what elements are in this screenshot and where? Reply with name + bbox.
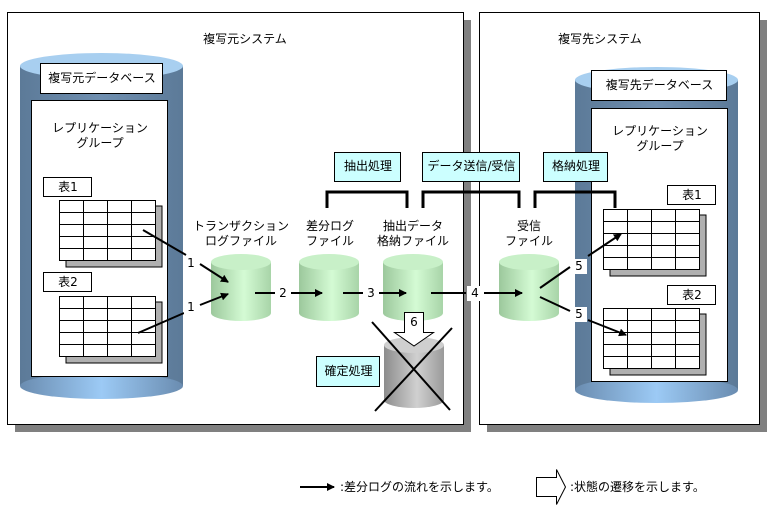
flow-arrow-5b-start: [539, 296, 571, 312]
target-table1-label-box: [667, 185, 716, 205]
step-5b: 5: [571, 307, 587, 322]
flow-arrows: [137, 229, 627, 337]
send-receive-process-box: [422, 152, 520, 182]
committed-file-cylinder: [371, 321, 453, 412]
store-bracket: [533, 190, 617, 208]
transaction-log-label-line2: ログファイル: [204, 234, 277, 248]
extract-data-label-line1: 抽出データ: [382, 219, 443, 233]
diff-log-label-line1: 差分ログ: [305, 219, 354, 233]
source-table2-grid: [59, 296, 163, 364]
commit-process-box: [316, 356, 380, 387]
flow-arrow-5a-start: [539, 266, 571, 289]
send-receive-bracket: [421, 190, 521, 208]
step-1a: 1: [184, 256, 198, 271]
diff-log-file-cylinder: [299, 254, 359, 321]
receive-file-label-line1: 受信: [516, 219, 541, 233]
store-process-label: 格納処理: [551, 159, 600, 173]
legend-flow-text: :差分ログの流れを示します。: [340, 480, 499, 494]
source-table2-label: 表2: [58, 275, 78, 289]
extract-data-file-cylinder: [383, 254, 443, 321]
flow-arrow-5b-end: [587, 319, 627, 337]
flow-arrow-5a-end: [587, 233, 622, 257]
target-table1-label: 表1: [682, 188, 702, 202]
source-group-label-line2: グループ: [76, 136, 124, 150]
target-table2-label: 表2: [682, 288, 702, 302]
diff-log-label-line2: ファイル: [305, 234, 354, 248]
target-table2-grid: [603, 308, 707, 376]
receive-file-label-line2: ファイル: [504, 234, 553, 248]
transaction-log-label-line1: トランザクション: [192, 219, 289, 233]
flow-arrow-1b-end: [199, 292, 229, 306]
source-db-label-box: [40, 63, 163, 94]
source-table2-label-box: [43, 272, 92, 292]
flow-arrow-1a-end: [199, 263, 229, 283]
flow-arrow-1a-start: [142, 229, 187, 256]
transaction-log-file-cylinder: [211, 254, 271, 321]
extract-bracket: [325, 190, 409, 208]
step-1b: 1: [184, 300, 198, 315]
target-group-label-line2: グループ: [636, 139, 684, 153]
store-process-box: [543, 152, 608, 182]
target-system-title: 複写先システム: [558, 32, 642, 46]
send-receive-process-label: データ送信/受信: [427, 159, 516, 173]
commit-process-label: 確定処理: [324, 364, 373, 378]
extract-process-label: 抽出処理: [343, 159, 392, 173]
legend-state-text: :状態の遷移を示します。: [570, 480, 705, 494]
source-system-title: 複写元システム: [203, 32, 287, 46]
legend-state-arrow-icon: [536, 469, 567, 505]
step-4: 4: [467, 286, 483, 301]
target-table1-grid: [603, 209, 707, 277]
extract-data-label-line2: 格納ファイル: [376, 234, 449, 248]
extract-process-box: [334, 152, 401, 182]
state-transition-arrow-6: [392, 312, 436, 347]
target-group-label-line1: レプリケーション: [612, 124, 708, 138]
source-group-label-line1: レプリケーション: [52, 121, 148, 135]
source-table1-label-box: [43, 177, 92, 197]
source-table1-label: 表1: [58, 180, 78, 194]
step-5a: 5: [571, 259, 587, 274]
step-2: 2: [276, 286, 290, 301]
target-db-label: 複写先データベース: [605, 78, 714, 92]
step-6: 6: [410, 315, 418, 329]
source-db-label: 複写元データベース: [48, 71, 156, 85]
receive-file-cylinder: [499, 254, 559, 321]
target-db-label-box: [591, 70, 727, 101]
source-table1-grid: [59, 200, 163, 268]
flow-arrow-1b-start: [137, 312, 185, 334]
step-3: 3: [364, 286, 378, 301]
target-table2-label-box: [667, 285, 716, 305]
